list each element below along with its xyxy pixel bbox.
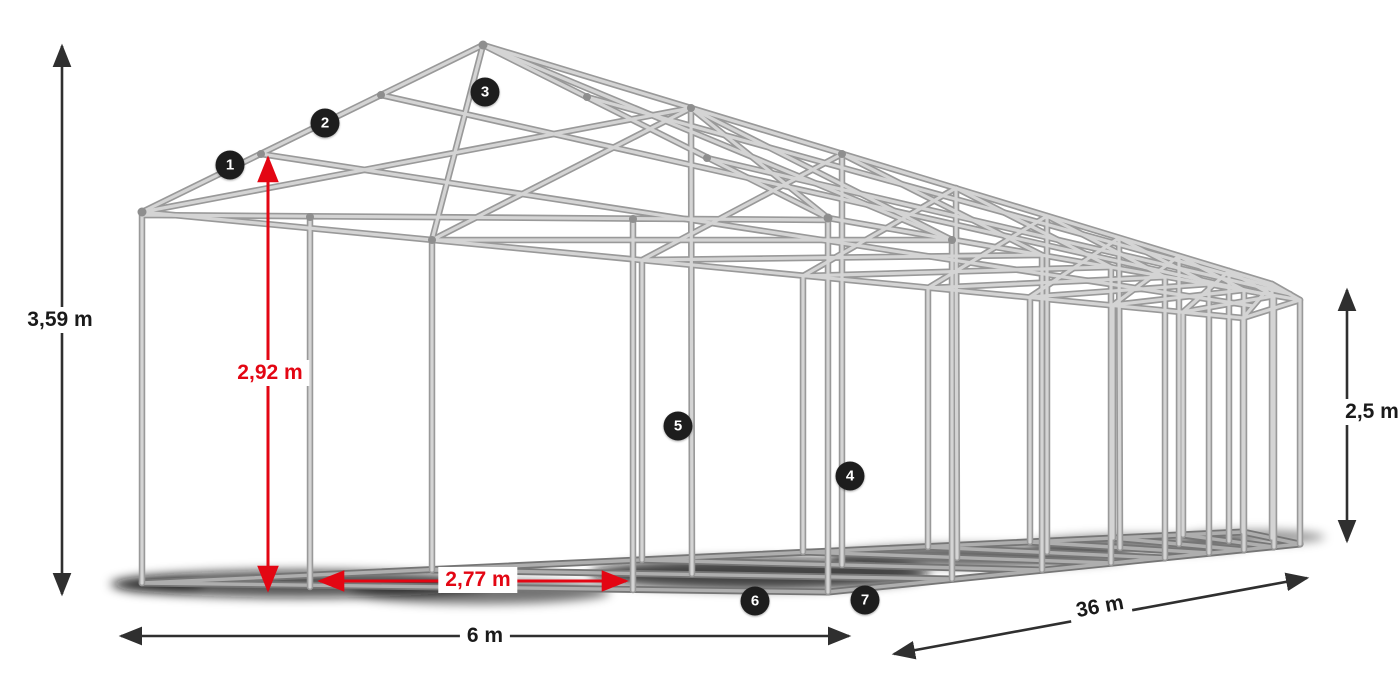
dim-width: 6 m bbox=[459, 623, 511, 649]
part-marker-3-label: 3 bbox=[480, 83, 490, 101]
part-marker-1: 1 bbox=[215, 150, 245, 180]
dim-entrance-height: 2,92 m bbox=[230, 360, 310, 386]
dim-entrance-width: 2,77 m bbox=[438, 567, 518, 593]
part-marker-2: 2 bbox=[310, 108, 340, 138]
dim-side-height: 2,5 m bbox=[1338, 399, 1400, 425]
part-marker-4: 4 bbox=[835, 461, 865, 491]
part-marker-3: 3 bbox=[470, 77, 500, 107]
part-marker-7: 7 bbox=[850, 585, 880, 615]
part-marker-5-label: 5 bbox=[673, 417, 683, 435]
part-marker-6-label: 6 bbox=[750, 592, 760, 610]
part-marker-7-label: 7 bbox=[860, 591, 870, 609]
part-marker-2-label: 2 bbox=[320, 114, 330, 132]
part-marker-5: 5 bbox=[663, 411, 693, 441]
part-marker-6: 6 bbox=[740, 586, 770, 616]
dim-total-height: 3,59 m bbox=[20, 307, 100, 333]
part-marker-1-label: 1 bbox=[225, 156, 235, 174]
part-marker-4-label: 4 bbox=[845, 467, 855, 485]
